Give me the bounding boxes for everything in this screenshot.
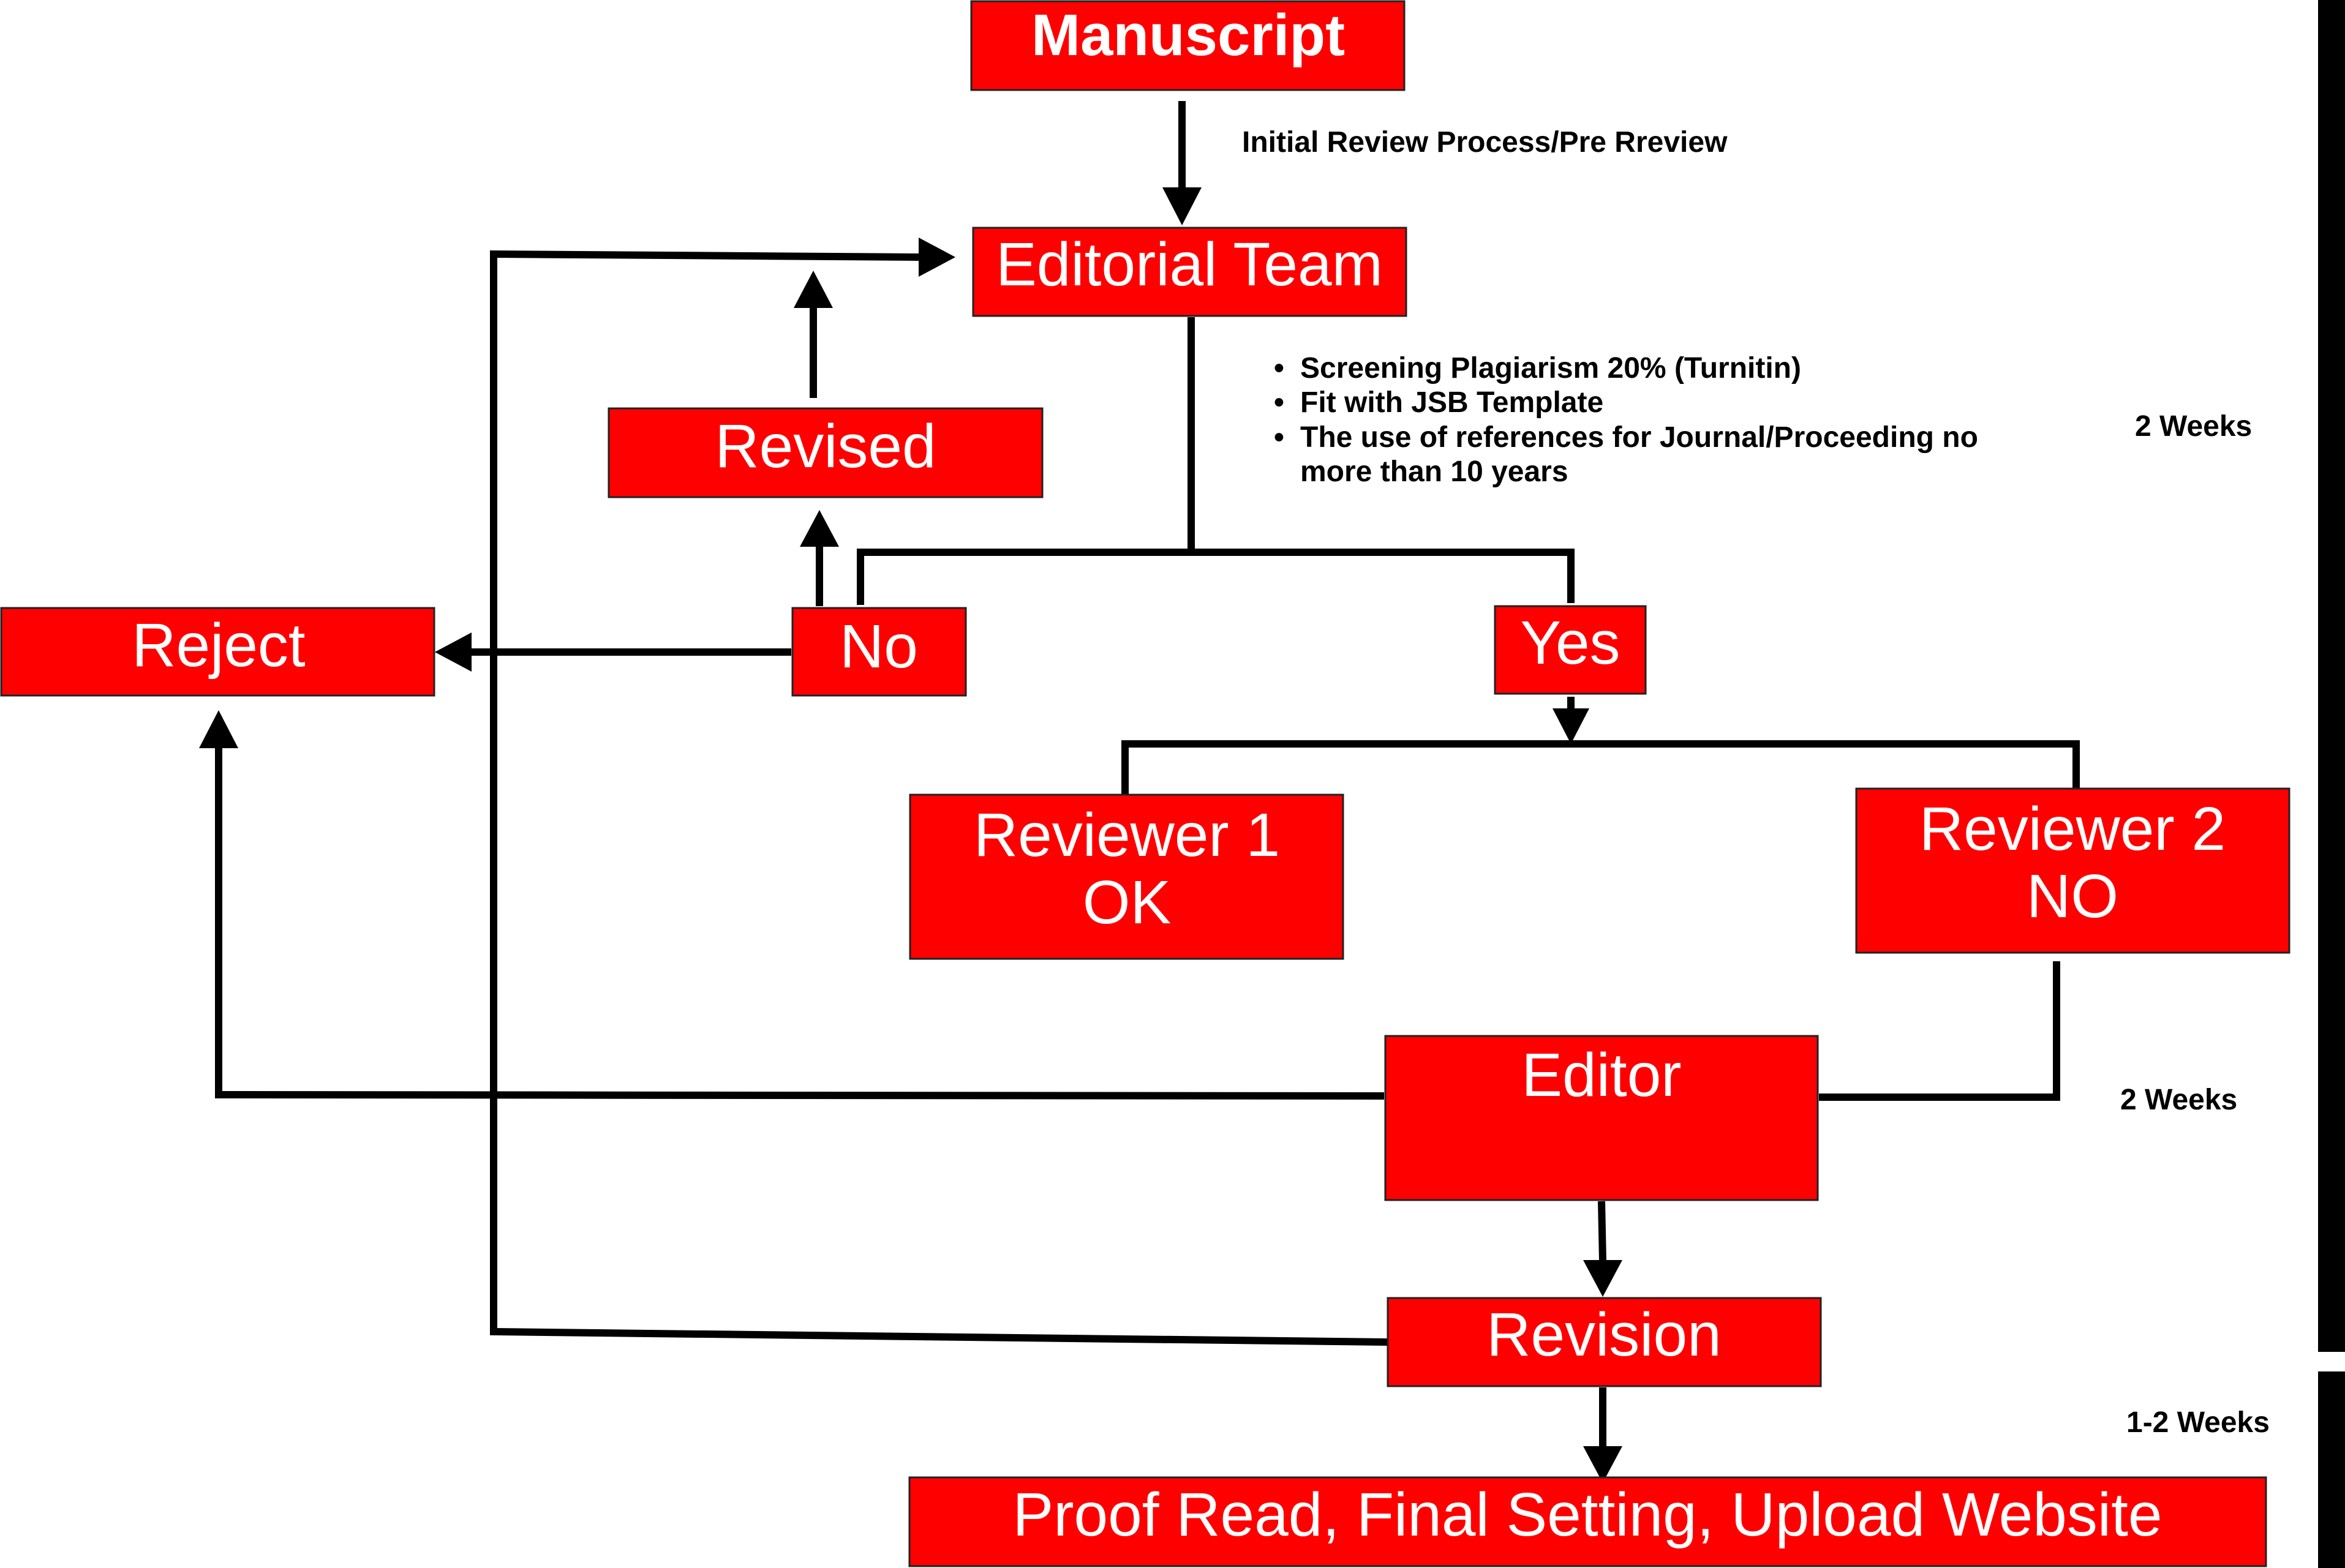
criteria-bullet-2: • — [1274, 386, 1284, 419]
edge-reviewers-branch — [1121, 740, 2080, 794]
arrowhead-revised-up — [794, 271, 833, 308]
node-reviewer-1[interactable]: Reviewer 1 OK — [909, 793, 1344, 960]
manuscript-box — [970, 0, 1406, 91]
notes: Initial Review Process/Pre Rreview • Scr… — [1242, 126, 2270, 1439]
arrowhead-proofread-top — [1583, 1446, 1622, 1483]
reviewer-2-status: NO — [2027, 862, 2118, 931]
node-manuscript[interactable]: Manuscript — [970, 0, 1406, 91]
arrowhead-revision-top — [1583, 1260, 1622, 1297]
nodes: Manuscript Editorial Team Revised Reject… — [0, 0, 2290, 1567]
timeline-phase-2: 2 Weeks — [2120, 1084, 2237, 1116]
editorial-team-label: Editorial Team — [996, 230, 1383, 299]
arrowhead-revised-bottom — [800, 510, 839, 547]
proof-read-label: Proof Read, Final Setting, Upload Websit… — [1013, 1480, 2162, 1549]
reviewer-2-label: Reviewer 2 — [1919, 795, 2226, 863]
criteria-bullet-1: • — [1274, 352, 1284, 384]
edge-revision-to-editorial — [490, 250, 1388, 1346]
edge-editor-to-reject — [215, 747, 1385, 1100]
criteria-item-2: Fit with JSB Template — [1300, 386, 1603, 419]
yes-box — [1494, 605, 1647, 695]
arrowhead-reject-right — [435, 632, 472, 672]
yes-label: Yes — [1520, 609, 1620, 677]
no-label: No — [840, 612, 918, 681]
editor-label: Editor — [1521, 1041, 1681, 1109]
edge-branch-to-no — [857, 549, 1575, 605]
node-reject[interactable]: Reject — [0, 607, 435, 697]
node-editor[interactable]: Editor — [1384, 1035, 1819, 1201]
criteria-item-1: Screening Plagiarism 20% (Turnitin) — [1300, 352, 1801, 384]
reject-label: Reject — [132, 611, 306, 680]
arrowhead-editorial-left — [919, 238, 955, 277]
revised-box — [608, 407, 1044, 498]
timeline-bar-upper — [2318, 0, 2345, 1352]
node-proof-read[interactable]: Proof Read, Final Setting, Upload Websit… — [908, 1476, 2267, 1567]
connectors — [199, 101, 2080, 1483]
criteria-item-3-continued: more than 10 years — [1300, 456, 1568, 488]
reviewer-1-box — [909, 793, 1344, 960]
revised-label: Revised — [715, 412, 936, 481]
reviewer-1-status: OK — [1083, 868, 1171, 937]
criteria-bullet-3: • — [1274, 421, 1284, 454]
initial-review-note: Initial Review Process/Pre Rreview — [1242, 126, 1728, 159]
editor-box — [1384, 1035, 1819, 1201]
editorial-team-box — [972, 227, 1407, 317]
node-no[interactable]: No — [791, 607, 967, 697]
arrowhead-reject-up — [199, 710, 238, 748]
revision-label: Revision — [1486, 1300, 1722, 1369]
arrowhead-yes-down — [1553, 708, 1589, 744]
node-yes[interactable]: Yes — [1494, 605, 1647, 695]
criteria-item-3: The use of references for Journal/Procee… — [1300, 421, 1978, 454]
manuscript-label: Manuscript — [1031, 2, 1345, 68]
reject-box — [0, 607, 435, 697]
timeline-phase-1: 2 Weeks — [2135, 410, 2252, 443]
node-revised[interactable]: Revised — [608, 407, 1044, 498]
revision-box — [1387, 1297, 1822, 1387]
timeline-bar-lower — [2318, 1371, 2345, 1568]
node-reviewer-2[interactable]: Reviewer 2 NO — [1855, 787, 2290, 954]
reviewer-1-label: Reviewer 1 — [974, 801, 1280, 869]
arrowhead-editorial-team-top — [1162, 187, 1202, 225]
edge-reviewer2-to-editor — [1819, 961, 2060, 1101]
node-revision[interactable]: Revision — [1387, 1297, 1822, 1387]
edge-editor-to-revision — [1598, 1201, 1606, 1262]
criteria-list: • Screening Plagiarism 20% (Turnitin) • … — [1274, 352, 1978, 488]
reviewer-2-box — [1855, 787, 2290, 954]
no-box — [791, 607, 967, 697]
proof-read-box — [908, 1476, 2267, 1567]
timeline-bars — [2318, 0, 2345, 1568]
timeline-phase-3: 1-2 Weeks — [2126, 1406, 2270, 1439]
node-editorial-team[interactable]: Editorial Team — [972, 227, 1407, 317]
